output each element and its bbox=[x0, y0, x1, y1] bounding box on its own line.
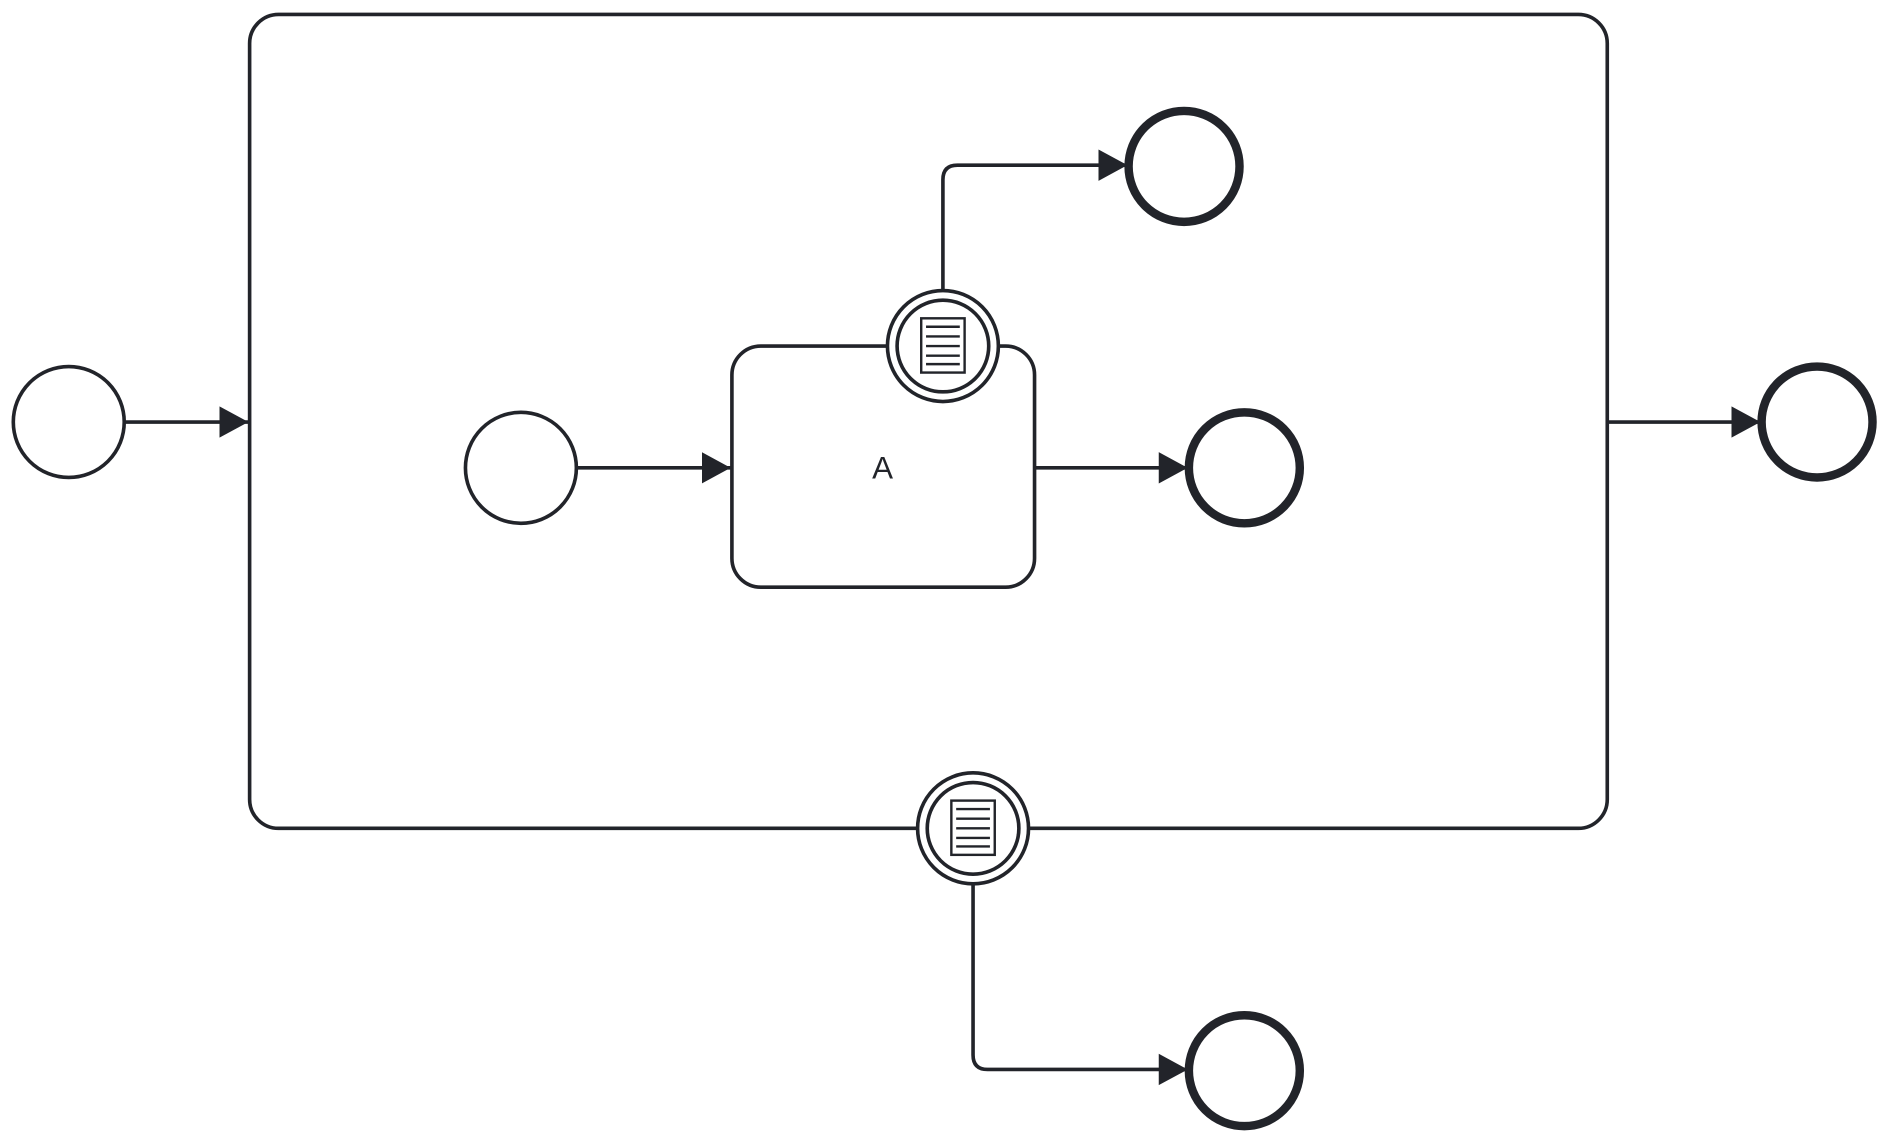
end-event-task[interactable] bbox=[1184, 408, 1305, 528]
sequence-flow-task-boundary-to-end[interactable] bbox=[941, 149, 1128, 291]
start-event[interactable] bbox=[11, 364, 127, 480]
end-event-subprocess[interactable] bbox=[1757, 362, 1877, 482]
subprocess[interactable] bbox=[247, 12, 1610, 831]
document-icon bbox=[950, 799, 996, 857]
inner-start-event[interactable] bbox=[463, 410, 579, 526]
document-icon bbox=[920, 317, 966, 374]
subprocess-boundary-message-event[interactable] bbox=[915, 771, 1031, 886]
task-boundary-message-event[interactable] bbox=[885, 288, 1001, 404]
end-event-bottom[interactable] bbox=[1184, 1011, 1305, 1131]
sequence-flow-subprocess-boundary-to-end[interactable] bbox=[971, 883, 1188, 1086]
end-event-top[interactable] bbox=[1124, 106, 1244, 227]
task-label: A bbox=[872, 451, 893, 486]
task-a[interactable]: A bbox=[730, 344, 1037, 589]
